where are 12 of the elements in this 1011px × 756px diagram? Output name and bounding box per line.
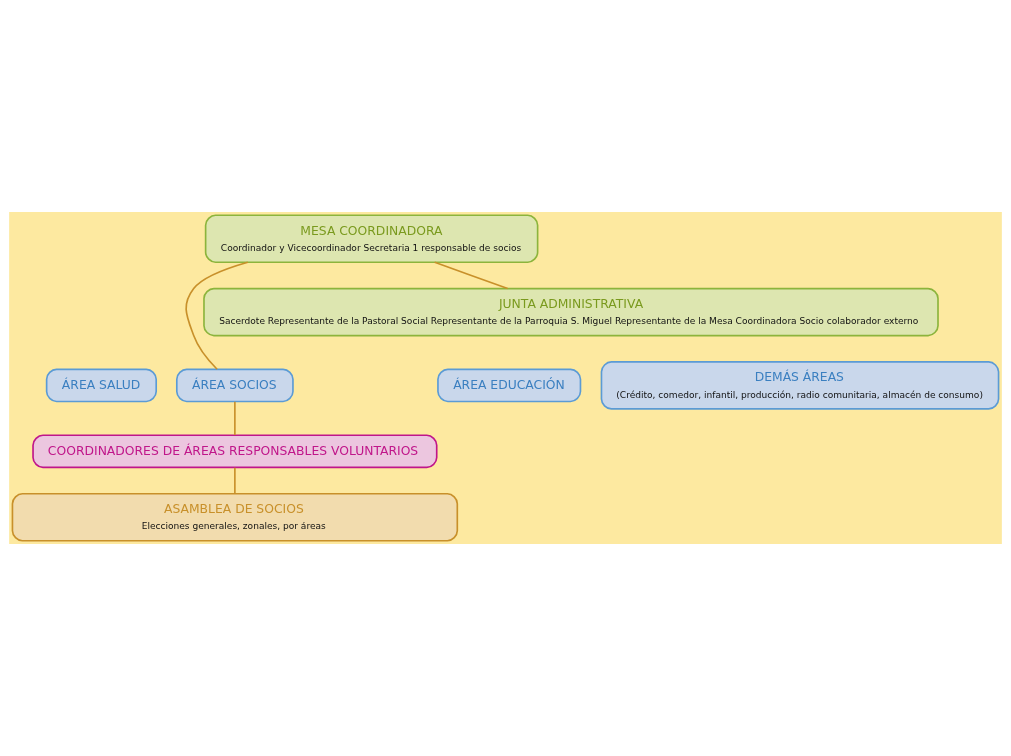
connector [433,261,509,290]
connector [185,261,249,371]
connector [234,400,236,436]
node-box: MESA COORDINADORA Coordinador y Vicecoordinador Secretaria 1 responsable de socios [204,214,539,264]
node-box: ÁREA SOCIOS [175,368,294,403]
node-box: JUNTA ADMINISTRATIVA Sacerdote Representante de la Pastoral Social Representante de la Parroquia S. Miguel Representante de la Mesa Coordinadora Socio colaborador externo [203,287,939,337]
node-box: DEMÁS ÁREAS (Crédito, comedor, infantil, producción, radio comunitaria, almacén de consumo) [600,361,1000,410]
node-box: ASAMBLEA DE SOCIOS Elecciones generales, zonales, por áreas [11,492,459,542]
node-box: COORDINADORES DE ÁREAS RESPONSABLES VOLUNTARIOS [32,434,438,469]
node-box: ÁREA SALUD [45,368,158,403]
connector [234,466,236,495]
node-box: ÁREA EDUCACIÓN [437,368,582,403]
